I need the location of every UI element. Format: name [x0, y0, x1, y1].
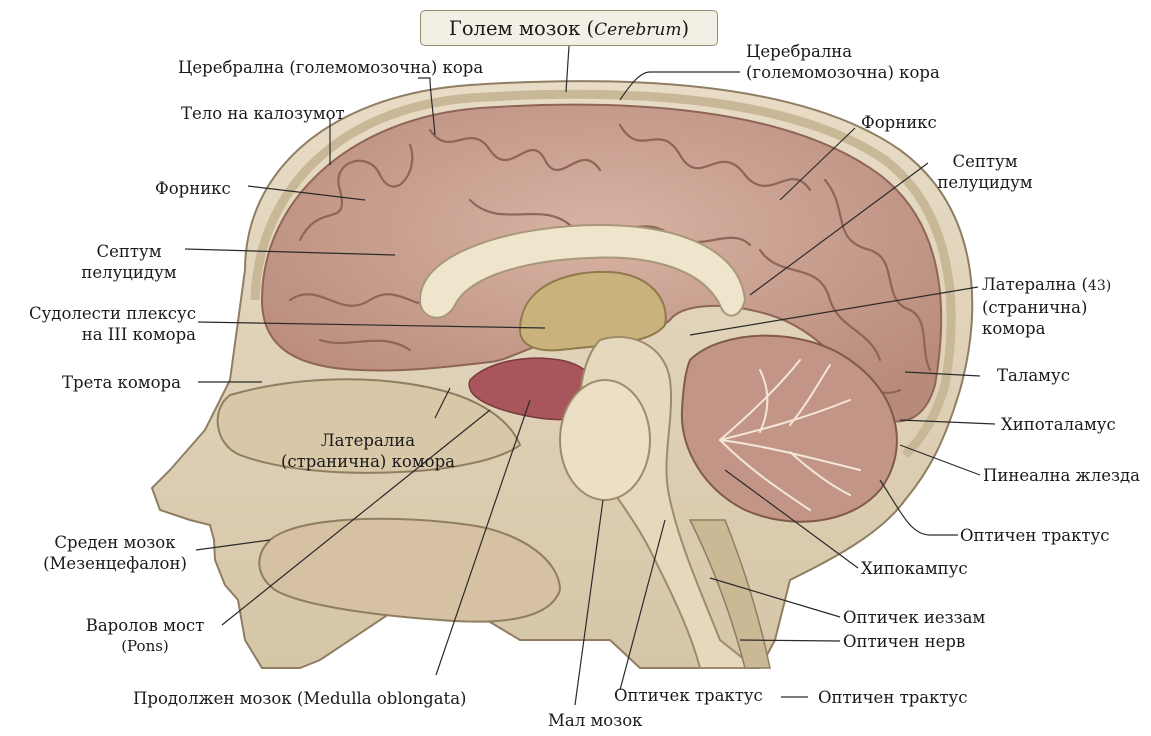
- label-callosum-body: Тело на калозумот: [181, 103, 345, 124]
- label-hypothalamus: Хипоталамус: [1001, 414, 1116, 435]
- title-box: Голем мозок (Cerebrum): [420, 10, 718, 46]
- label-cortex-right: Церебрална (големомозочна) кора: [746, 41, 940, 83]
- label-pons: Варолов мост (Pons): [70, 615, 220, 657]
- label-hippocampus: Хипокампус: [861, 558, 968, 579]
- label-pineal: Пинеална жлезда: [983, 465, 1140, 486]
- label-septum-right-2: пелуцидум: [930, 172, 1040, 193]
- label-cerebellum: Мал мозок: [548, 710, 642, 731]
- label-fornix-left: Форникс: [155, 178, 231, 199]
- label-lateral-right-2: (странична): [982, 297, 1111, 318]
- title-main: Голем мозок: [449, 17, 580, 40]
- label-cortex-right-2: (големомозочна) кора: [746, 62, 940, 83]
- label-lateral-left-2: (странична) комора: [278, 451, 458, 472]
- label-third-ventricle: Трета комора: [62, 372, 181, 393]
- label-septum-left-2: пелуцидум: [74, 262, 184, 283]
- label-pons-2: (Pons): [70, 636, 220, 657]
- title-latin: Cerebrum: [594, 20, 681, 40]
- label-septum-left: Септум пелуцидум: [74, 241, 184, 283]
- label-midbrain-2: (Мезенцефалон): [36, 553, 194, 574]
- label-cortex-left: Церебрална (големомозочна) кора: [178, 57, 483, 78]
- label-lateral-left: Латералиа (странична) комора: [278, 430, 458, 472]
- label-cortex-right-1: Церебрална: [746, 41, 940, 62]
- label-lateral-right-num: 43): [1088, 278, 1111, 294]
- label-optic-nerve: Оптичен нерв: [843, 631, 965, 652]
- label-midbrain-1: Среден мозок: [36, 532, 194, 553]
- label-lateral-right: Латерална (43) (странична) комора: [982, 274, 1111, 339]
- label-septum-right: Септум пелуцидум: [930, 151, 1040, 193]
- label-midbrain: Среден мозок (Мезенцефалон): [36, 532, 194, 574]
- label-choroid: Судолести плексус на III комора: [8, 303, 196, 345]
- label-lateral-right-3: комора: [982, 318, 1111, 339]
- label-septum-left-1: Септум: [74, 241, 184, 262]
- label-optic-chiasm: Оптичек иеззам: [843, 607, 985, 628]
- label-pons-1: Варолов мост: [70, 615, 220, 636]
- label-optic-tract-bottom-a: Оптичек трактус: [614, 685, 763, 706]
- label-septum-right-1: Септум: [930, 151, 1040, 172]
- label-lateral-left-1: Латералиа: [278, 430, 458, 451]
- label-choroid-2: на III комора: [8, 324, 196, 345]
- label-medulla: Продолжен мозок (Medulla oblongata): [133, 688, 466, 709]
- label-lateral-right-1: Латерална (: [982, 275, 1088, 294]
- label-fornix-right: Форникс: [861, 112, 937, 133]
- label-thalamus: Таламус: [997, 365, 1070, 386]
- label-choroid-1: Судолести плексус: [8, 303, 196, 324]
- label-optic-tract-bottom-b: Оптичен трактус: [818, 687, 967, 708]
- label-optic-tract-right: Оптичен трактус: [960, 525, 1109, 546]
